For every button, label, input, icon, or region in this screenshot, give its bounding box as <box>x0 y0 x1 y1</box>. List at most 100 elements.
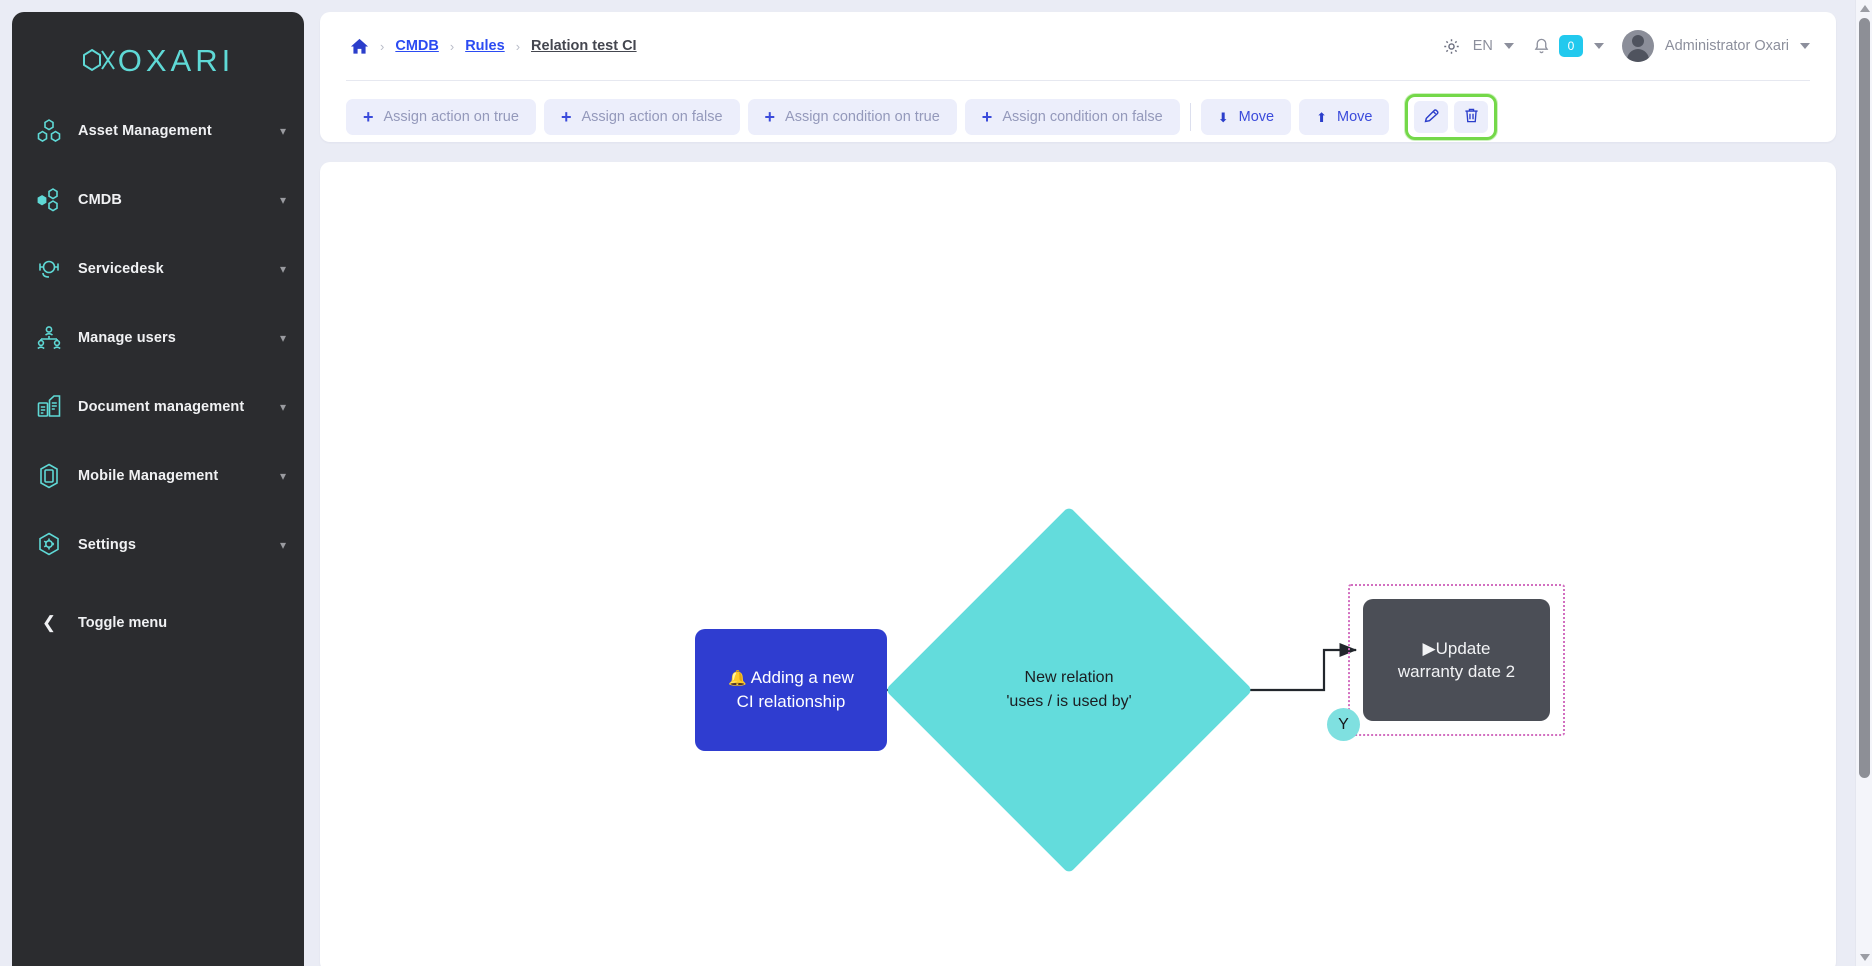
sidebar-item-label: CMDB <box>78 192 122 208</box>
move-up-button[interactable]: ⬆ Move <box>1299 99 1390 135</box>
breadcrumb-separator: › <box>515 38 521 54</box>
button-label: Assign condition on true <box>785 109 940 125</box>
play-icon: ▶ <box>1422 638 1436 658</box>
diagram-node-event[interactable]: 🔔 Adding a new CI relationship <box>695 629 887 751</box>
node-line-1: Adding a new <box>750 668 854 688</box>
diagram-node-condition[interactable]: New relation 'uses / is used by' <box>885 506 1253 874</box>
scrollbar-thumb[interactable] <box>1859 18 1870 778</box>
header-actions: EN 0 Administrator Oxari <box>1443 12 1810 80</box>
toolbar-separator <box>1189 103 1191 131</box>
breadcrumb-item-rules[interactable]: Rules <box>465 38 505 54</box>
scroll-down-arrow-icon[interactable] <box>1860 954 1870 961</box>
sidebar-item-settings[interactable]: Settings ▾ <box>12 520 304 570</box>
chevron-left-icon: ❮ <box>41 613 57 632</box>
button-label: Move <box>1238 109 1275 125</box>
documents-icon <box>34 392 64 422</box>
button-label: Assign action on true <box>383 109 519 125</box>
breadcrumb-separator: › <box>380 38 385 54</box>
edit-button[interactable] <box>1414 101 1449 133</box>
trash-icon <box>1463 107 1480 127</box>
home-icon[interactable] <box>350 37 369 56</box>
plus-icon: + <box>764 107 776 127</box>
user-name-label[interactable]: Administrator Oxari <box>1664 38 1789 54</box>
page-scrollbar[interactable] <box>1855 0 1872 966</box>
sidebar-item-label: Document management <box>78 399 245 415</box>
assign-action-on-false-button[interactable]: + Assign action on false <box>543 99 740 135</box>
avatar[interactable] <box>1621 30 1654 62</box>
move-down-button[interactable]: ⬇ Move <box>1200 99 1292 135</box>
breadcrumb-separator: › <box>449 38 455 54</box>
mobile-device-icon <box>34 461 64 491</box>
sidebar-item-label: Manage users <box>78 330 176 346</box>
highlighted-action-group <box>1405 94 1498 140</box>
language-selector-label[interactable]: EN <box>1472 38 1493 54</box>
sidebar-item-manage-users[interactable]: Manage users ▾ <box>12 313 304 363</box>
bell-icon[interactable] <box>1533 37 1550 55</box>
brand-logo[interactable]: OXARI <box>12 12 304 94</box>
button-label: Assign action on false <box>581 109 723 125</box>
gear-hex-icon <box>34 530 64 560</box>
chevron-down-icon: ▾ <box>279 331 286 345</box>
edge-label-yes: Y <box>1327 708 1360 741</box>
notification-caret-icon[interactable] <box>1593 43 1604 49</box>
chevron-down-icon: ▾ <box>279 262 286 276</box>
flow-diagram: 🔔 Adding a new CI relationship New relat… <box>320 162 1836 966</box>
delete-button[interactable] <box>1454 101 1489 133</box>
toolbar: + Assign action on true + Assign action … <box>346 94 1498 140</box>
gear-icon[interactable] <box>1443 38 1460 55</box>
scroll-up-arrow-icon[interactable] <box>1860 5 1870 12</box>
sidebar-nav: Asset Management ▾ CMDB ▾ <box>12 94 304 646</box>
notification-badge[interactable]: 0 <box>1558 35 1583 57</box>
chevron-down-icon: ▾ <box>279 469 286 483</box>
alert-bell-icon: 🔔 <box>728 670 747 688</box>
toggle-menu-label: Toggle menu <box>78 615 168 631</box>
chevron-down-icon: ▾ <box>279 124 286 138</box>
sidebar-item-servicedesk[interactable]: Servicedesk ▾ <box>12 244 304 294</box>
sidebar-item-asset-management[interactable]: Asset Management ▾ <box>12 106 304 156</box>
node-line-1: New relation <box>1024 669 1114 686</box>
main-content: › CMDB › Rules › Relation test CI EN <box>320 12 1836 966</box>
sidebar-item-document-management[interactable]: Document management ▾ <box>12 382 304 432</box>
node-line-2: warranty date 2 <box>1397 662 1516 681</box>
sidebar-item-label: Settings <box>78 537 136 553</box>
sidebar-item-cmdb[interactable]: CMDB ▾ <box>12 175 304 225</box>
header-divider <box>346 80 1810 81</box>
sidebar-item-label: Mobile Management <box>78 468 219 484</box>
node-line-1: Update <box>1435 638 1491 658</box>
logo-text: OXARI <box>117 43 235 78</box>
arrow-up-icon: ⬆ <box>1316 109 1327 125</box>
logo-hex-icon <box>82 48 115 72</box>
breadcrumb: › CMDB › Rules › Relation test CI <box>346 12 1810 80</box>
headset-icon <box>34 254 64 284</box>
breadcrumb-item-cmdb[interactable]: CMDB <box>395 38 439 54</box>
diamond-label: New relation 'uses / is used by' <box>939 560 1199 820</box>
node-line-2: CI relationship <box>736 692 846 712</box>
button-label: Assign condition on false <box>1002 109 1163 125</box>
diagram-canvas[interactable]: 🔔 Adding a new CI relationship New relat… <box>320 162 1836 966</box>
pencil-icon <box>1423 107 1440 127</box>
header-card: › CMDB › Rules › Relation test CI EN <box>320 12 1836 142</box>
plus-icon: + <box>981 107 993 127</box>
user-menu-caret-icon[interactable] <box>1800 43 1810 49</box>
chevron-down-icon: ▾ <box>279 400 286 414</box>
sidebar-toggle-menu[interactable]: ❮ Toggle menu <box>12 600 304 646</box>
breadcrumb-item-current: Relation test CI <box>531 38 637 54</box>
sidebar-item-mobile-management[interactable]: Mobile Management ▾ <box>12 451 304 501</box>
arrow-down-icon: ⬇ <box>1217 109 1229 125</box>
language-caret-icon[interactable] <box>1503 43 1514 49</box>
assign-action-on-true-button[interactable]: + Assign action on true <box>346 99 536 135</box>
sidebar-item-label: Asset Management <box>78 123 212 139</box>
diagram-node-action[interactable]: ▶Update warranty date 2 <box>1363 599 1550 721</box>
selection-outline <box>1348 584 1565 736</box>
chevron-down-icon: ▾ <box>279 538 286 552</box>
plus-icon: + <box>363 107 374 127</box>
cmdb-nodes-icon <box>34 185 64 215</box>
users-group-icon <box>34 323 64 353</box>
chevron-down-icon: ▾ <box>279 193 286 207</box>
node-line-2: 'uses / is used by' <box>1006 693 1132 710</box>
assign-condition-on-false-button[interactable]: + Assign condition on false <box>964 99 1180 135</box>
assign-condition-on-true-button[interactable]: + Assign condition on true <box>747 99 957 135</box>
plus-icon: + <box>560 107 572 127</box>
asset-nodes-icon <box>34 116 64 146</box>
